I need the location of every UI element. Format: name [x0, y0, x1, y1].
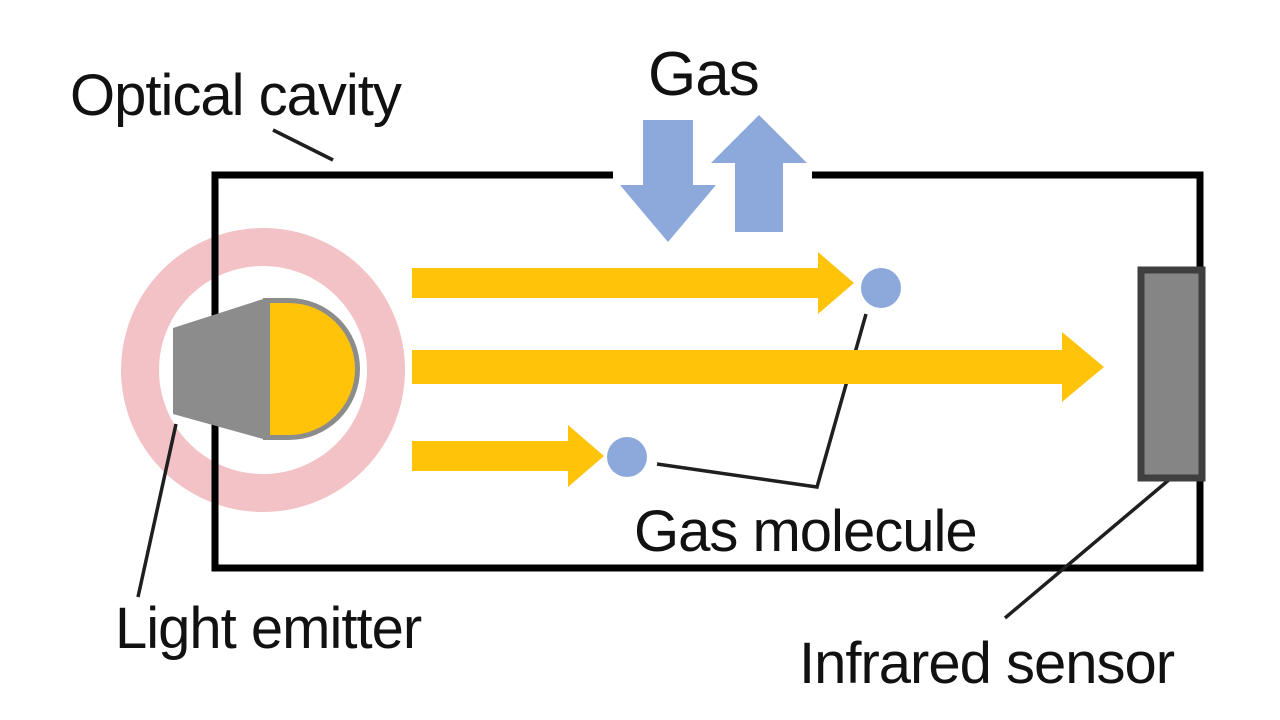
light-emitter-body-icon	[173, 299, 263, 439]
gas-inflow-arrow-icon	[620, 120, 716, 242]
gas-molecule-dot-top	[861, 268, 901, 308]
light-emitter-label: Light emitter	[115, 596, 422, 661]
gas-outflow-arrow-icon	[711, 115, 807, 232]
infrared-beam-arrow-top	[412, 252, 854, 314]
infrared-sensor-label: Infrared sensor	[799, 631, 1175, 696]
optical-cavity-box	[211, 171, 1204, 572]
infrared-sensor-shape	[1137, 266, 1206, 482]
light-emitter-bulb-icon	[270, 303, 355, 435]
gas-label: Gas	[648, 40, 760, 109]
infrared-beam-arrow-middle	[412, 332, 1104, 402]
light-emitter-leader-line	[136, 423, 178, 598]
infrared-sensor-leader-line	[1003, 477, 1172, 620]
gas-molecule-label: Gas molecule	[634, 499, 978, 564]
gas-molecule-dot-bottom	[607, 437, 647, 477]
optical-cavity-leader-line	[272, 128, 334, 162]
infrared-beam-arrow-bottom	[412, 425, 604, 487]
optical-cavity-label: Optical cavity	[70, 63, 402, 128]
emitter-halo-ring-icon	[121, 228, 405, 512]
